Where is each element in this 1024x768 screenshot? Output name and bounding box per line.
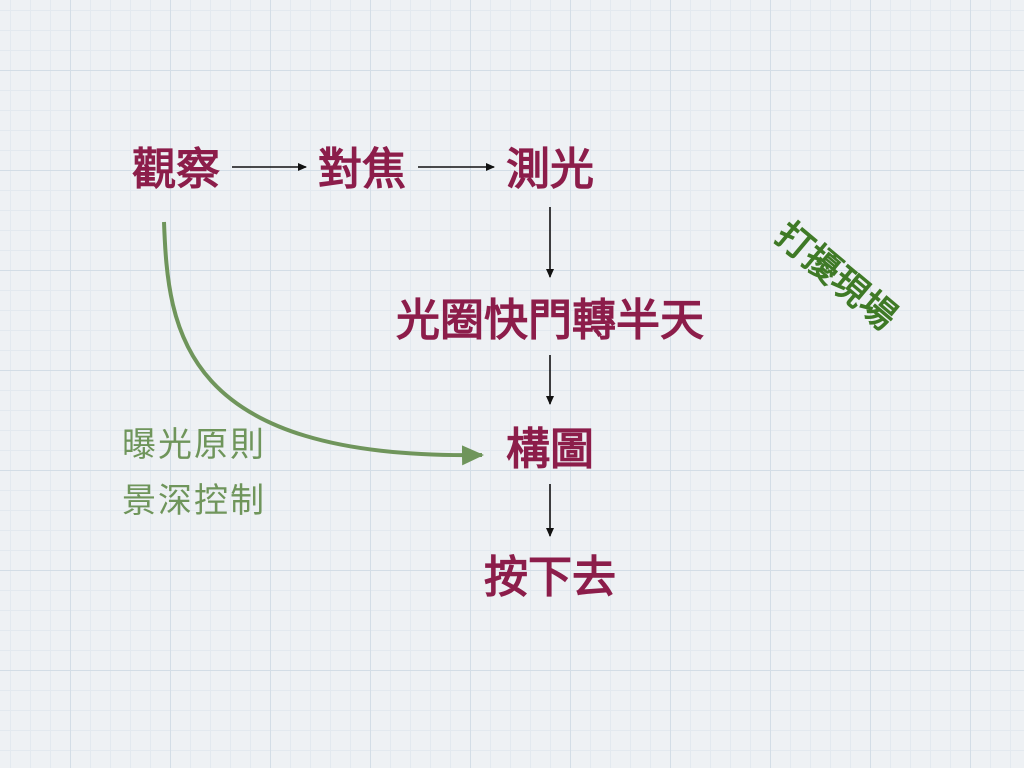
step-observe: 觀察 — [132, 144, 220, 195]
step-focus: 對焦 — [318, 144, 406, 195]
note-exposure-principle: 曝光原則 — [122, 425, 266, 465]
step-metering: 測光 — [506, 144, 594, 195]
step-press: 按下去 — [484, 552, 616, 603]
note-depth-of-field: 景深控制 — [122, 481, 266, 521]
side-label-disturb-scene: 打擾現場 — [767, 214, 904, 338]
curved-arrow-observe-to-composition — [162, 221, 484, 466]
step-composition: 構圖 — [506, 424, 594, 475]
step-aperture-shutter: 光圈快門轉半天 — [396, 295, 704, 346]
